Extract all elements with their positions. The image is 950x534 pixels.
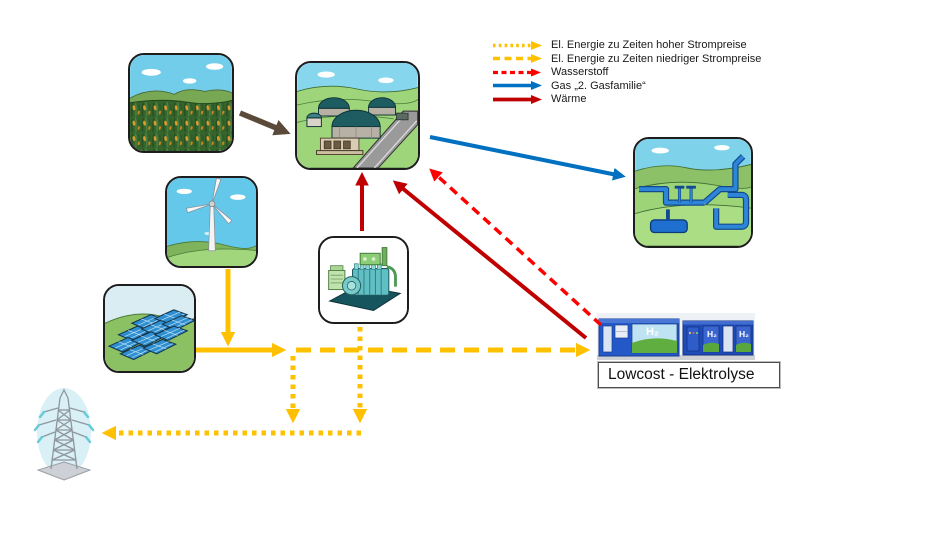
h2-label: H₂	[646, 326, 659, 338]
dashed-red-arrow-icon	[493, 68, 541, 77]
power-grid-tower	[28, 386, 100, 482]
electrolysis-label: Lowcost - Elektrolyse	[608, 366, 755, 383]
h2-label: H₂	[739, 329, 749, 339]
arrow-heat-electrolysis	[392, 180, 588, 340]
arrow-hydrogen	[429, 168, 603, 327]
legend-label: El. Energie zu Zeiten hoher Strompreise	[551, 39, 747, 52]
gas-pipeline-tile	[633, 137, 753, 248]
wind-turbine-icon	[167, 178, 256, 266]
dotted-yellow-arrow-icon	[493, 40, 542, 50]
h2-label: H₂	[707, 329, 717, 339]
arrow-gas	[429, 135, 626, 181]
legend-label: El. Energie zu Zeiten niedriger Strompre…	[551, 52, 762, 65]
legend-item-high-price: El. Energie zu Zeiten hoher Strompreise	[492, 39, 761, 52]
electrolysis-containers-icon: H₂ H₂ H₂	[597, 313, 755, 360]
legend-item-heat: Wärme	[492, 93, 761, 106]
gas-engine-icon	[320, 238, 407, 322]
gas-pipeline-icon	[635, 139, 751, 246]
solar-panels-icon	[105, 286, 194, 371]
corn-field-icon	[130, 55, 232, 151]
legend-label: Wärme	[551, 93, 587, 106]
arrow-biomass	[238, 110, 291, 136]
legend-label: Wasserstoff	[551, 66, 609, 79]
dashed-yellow-arrow-icon	[493, 54, 542, 64]
legend-item-hydrogen: Wasserstoff	[492, 66, 761, 79]
biogas-plant-tile	[295, 61, 420, 170]
solid-blue-arrow-icon	[493, 81, 542, 91]
corn-field-tile	[128, 53, 234, 153]
transmission-tower-icon	[33, 388, 95, 481]
legend-label: Gas „2. Gasfamilie“	[551, 79, 646, 92]
legend-item-low-price: El. Energie zu Zeiten niedriger Strompre…	[492, 53, 761, 66]
biogas-plant-icon	[297, 63, 418, 168]
wind-turbine-tile	[165, 176, 258, 268]
legend-item-gas: Gas „2. Gasfamilie“	[492, 80, 761, 93]
solid-darkred-arrow-icon	[493, 94, 542, 104]
electrolysis-photo: H₂ H₂ H₂	[597, 313, 755, 360]
legend: El. Energie zu Zeiten hoher Strompreise …	[492, 39, 761, 106]
solar-panels-tile	[103, 284, 196, 373]
gas-engine-tile	[318, 236, 409, 324]
electrolysis-label-box: Lowcost - Elektrolyse	[598, 362, 780, 388]
